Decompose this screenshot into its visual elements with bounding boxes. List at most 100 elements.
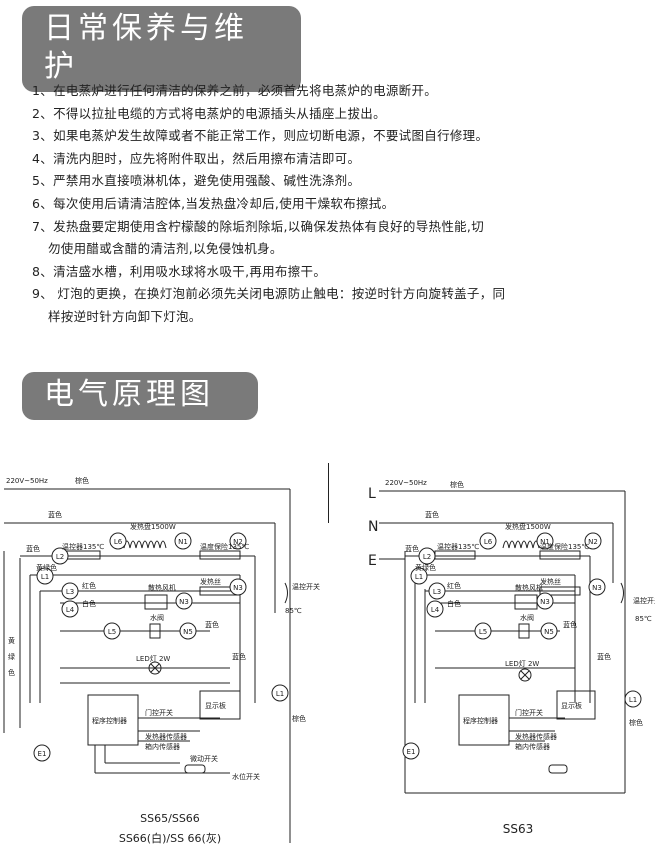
door-switch-label: 门控开关 bbox=[515, 708, 543, 717]
rule-item: 6、每次使用后请清洁腔体,当发热盘冷却后,使用干燥软布擦拭。 bbox=[32, 193, 632, 216]
thermo-switch-label: 温控开关 bbox=[292, 582, 320, 591]
node-n1: N1 bbox=[540, 538, 550, 546]
rule-text: 灯泡的更换，在换灯泡前必须先关闭电源防止触电：按逆时针方向旋转盖子，同 bbox=[53, 286, 506, 302]
letter-n: N bbox=[368, 519, 378, 535]
led-label: LED灯 2W bbox=[505, 659, 539, 668]
wire-brown-2: 棕色 bbox=[629, 718, 643, 727]
caption-right: SS63 bbox=[502, 822, 534, 836]
node-n2: N2 bbox=[233, 538, 243, 546]
rule-number: 1、 bbox=[32, 83, 54, 98]
valve-label: 水阀 bbox=[150, 613, 164, 622]
heater-wire-label: 发热丝 bbox=[540, 577, 561, 586]
micro-switch-label: 微动开关 bbox=[190, 754, 218, 763]
node-l1: L1 bbox=[629, 696, 637, 704]
rule-item: 9、 灯泡的更换，在换灯泡前必须先关闭电源防止触电：按逆时针方向旋转盖子，同样按… bbox=[32, 283, 632, 328]
wire-blue: 蓝色 bbox=[425, 510, 439, 519]
wire-yellow-green-vertical-3: 色 bbox=[8, 668, 15, 677]
fuse2-label: 温度保险135℃ bbox=[200, 542, 249, 551]
fuse2-label: 温度保险135℃ bbox=[540, 542, 589, 551]
rule-text-continued: 勿使用醋或含醋的清洁剂,以免侵蚀机身。 bbox=[48, 241, 283, 257]
rule-item: 1、在电蒸炉进行任何清洁的保养之前，必须首先将电蒸炉的电源断开。 bbox=[32, 80, 632, 103]
rule-item: 3、如果电蒸炉发生故障或者不能正常工作，则应切断电源，不要试图自行修理。 bbox=[32, 125, 632, 148]
wire-brown: 棕色 bbox=[75, 476, 89, 485]
rule-text: 清洗内胆时，应先将附件取出，然后用擦布清洁即可。 bbox=[53, 150, 361, 166]
rule-number: 6、 bbox=[32, 195, 54, 211]
caption-left-line2: SS66(白)/SS 66(灰) bbox=[118, 832, 222, 845]
wire-blue: 蓝色 bbox=[48, 510, 62, 519]
node-l5: L5 bbox=[479, 628, 487, 636]
supply-label: 220V~50Hz bbox=[6, 477, 48, 485]
controller-label: 程序控制器 bbox=[92, 716, 127, 725]
wire-blue-4: 蓝色 bbox=[232, 652, 246, 661]
circuit-diagram-ss65-ss66: L2 L1 L3 L4 L5 L6 N1 N2 N3 N3 N5 L1 E1 2… bbox=[3, 476, 320, 843]
rule-item: 2、不得以拉扯电缆的方式将电蒸炉的电源插头从插座上拔出。 bbox=[32, 103, 632, 126]
wire-yellow-green: 黄绿色 bbox=[36, 563, 57, 572]
wire-brown-2: 棕色 bbox=[292, 714, 306, 723]
wire-yellow-green: 黄绿色 bbox=[415, 563, 436, 572]
node-l2: L2 bbox=[423, 553, 431, 561]
node-l6: L6 bbox=[114, 538, 123, 546]
node-l1: L1 bbox=[276, 690, 284, 698]
wire-blue-4: 蓝色 bbox=[597, 652, 611, 661]
wire-yellow-green-vertical-2: 绿 bbox=[8, 652, 15, 661]
rule-text: 发热盘要定期使用含柠檬酸的除垢剂除垢,以确保发热体有良好的导热性能,切 bbox=[53, 218, 485, 234]
rule-text: 不得以拉扯电缆的方式将电蒸炉的电源插头从插座上拔出。 bbox=[53, 105, 386, 121]
letter-e: E bbox=[368, 553, 377, 569]
rule-number: 7、 bbox=[32, 218, 54, 234]
wire-blue-2: 蓝色 bbox=[405, 544, 419, 553]
rule-text: 如果电蒸炉发生故障或者不能正常工作，则应切断电源，不要试图自行修理。 bbox=[53, 128, 489, 144]
display-label: 显示板 bbox=[561, 701, 582, 710]
sensor2-label: 箱内传感器 bbox=[145, 742, 180, 751]
node-l1-left: L1 bbox=[41, 573, 49, 581]
maintenance-rules-list: 1、在电蒸炉进行任何清洁的保养之前，必须首先将电蒸炉的电源断开。 2、不得以拉扯… bbox=[32, 80, 632, 329]
node-l5: L5 bbox=[108, 628, 116, 636]
thermo-temp: 85℃ bbox=[285, 607, 302, 615]
rule-number: 2、 bbox=[32, 105, 54, 121]
controller-label: 程序控制器 bbox=[463, 716, 498, 725]
led-label: LED灯 2W bbox=[136, 654, 170, 663]
wire-red: 红色 bbox=[447, 581, 461, 590]
wire-blue-3: 蓝色 bbox=[205, 620, 219, 629]
fuse1-label: 温控器135℃ bbox=[437, 542, 479, 551]
level-switch-label: 水位开关 bbox=[232, 772, 260, 781]
wire-yellow-green-vertical: 黄 bbox=[8, 636, 15, 645]
node-n3: N3 bbox=[233, 584, 243, 592]
valve-label: 水阀 bbox=[520, 613, 534, 622]
node-e1: E1 bbox=[407, 748, 416, 756]
wire-blue-3: 蓝色 bbox=[563, 620, 577, 629]
node-n4: N3 bbox=[179, 598, 189, 606]
rule-text: 严禁用水直接喷淋机体，避免使用强酸、碱性洗涤剂。 bbox=[53, 173, 361, 189]
heater-label: 发热盘1500W bbox=[130, 522, 176, 531]
node-l6: L6 bbox=[484, 538, 493, 546]
fuse1-label: 温控器135℃ bbox=[62, 542, 104, 551]
rule-item: 8、清洁盛水槽，利用吸水球将水吸干,再用布擦干。 bbox=[32, 261, 632, 284]
wire-white: 白色 bbox=[447, 599, 461, 608]
node-n5: N5 bbox=[183, 628, 193, 636]
rule-text: 每次使用后请清洁腔体,当发热盘冷却后,使用干燥软布擦拭。 bbox=[53, 195, 395, 211]
sensor2-label: 箱内传感器 bbox=[515, 742, 550, 751]
node-l3: L3 bbox=[66, 588, 74, 596]
supply-label: 220V~50Hz bbox=[385, 479, 427, 487]
rule-item: 5、严禁用水直接喷淋机体，避免使用强酸、碱性洗涤剂。 bbox=[32, 170, 632, 193]
rule-item: 4、清洗内胆时，应先将附件取出，然后用擦布清洁即可。 bbox=[32, 148, 632, 171]
rule-number: 4、 bbox=[32, 150, 54, 166]
display-label: 显示板 bbox=[205, 701, 226, 710]
node-l4: L4 bbox=[431, 606, 440, 614]
rule-text-continued: 样按逆时针方向卸下灯泡。 bbox=[48, 308, 202, 324]
node-l1-left: L1 bbox=[415, 573, 423, 581]
node-n5: N5 bbox=[544, 628, 554, 636]
wire-red: 红色 bbox=[82, 581, 96, 590]
door-switch-label: 门控开关 bbox=[145, 708, 173, 717]
rule-text: 在电蒸炉进行任何清洁的保养之前，必须首先将电蒸炉的电源断开。 bbox=[53, 83, 438, 98]
rule-text: 清洁盛水槽，利用吸水球将水吸干,再用布擦干。 bbox=[53, 263, 327, 279]
heater-wire-label: 发热丝 bbox=[200, 577, 221, 586]
node-n4: N3 bbox=[540, 598, 550, 606]
rule-number: 3、 bbox=[32, 128, 54, 144]
fan-label: 散热风机 bbox=[515, 583, 543, 592]
letter-l: L bbox=[368, 486, 376, 502]
circuit-diagram-ss63: L2 L1 L3 L4 L5 L6 N1 N2 N3 N3 N5 L1 E1 L… bbox=[368, 479, 655, 794]
wire-blue-2: 蓝色 bbox=[26, 544, 40, 553]
node-l2: L2 bbox=[56, 553, 64, 561]
rule-number: 5、 bbox=[32, 173, 54, 189]
rule-number: 8、 bbox=[32, 263, 54, 279]
